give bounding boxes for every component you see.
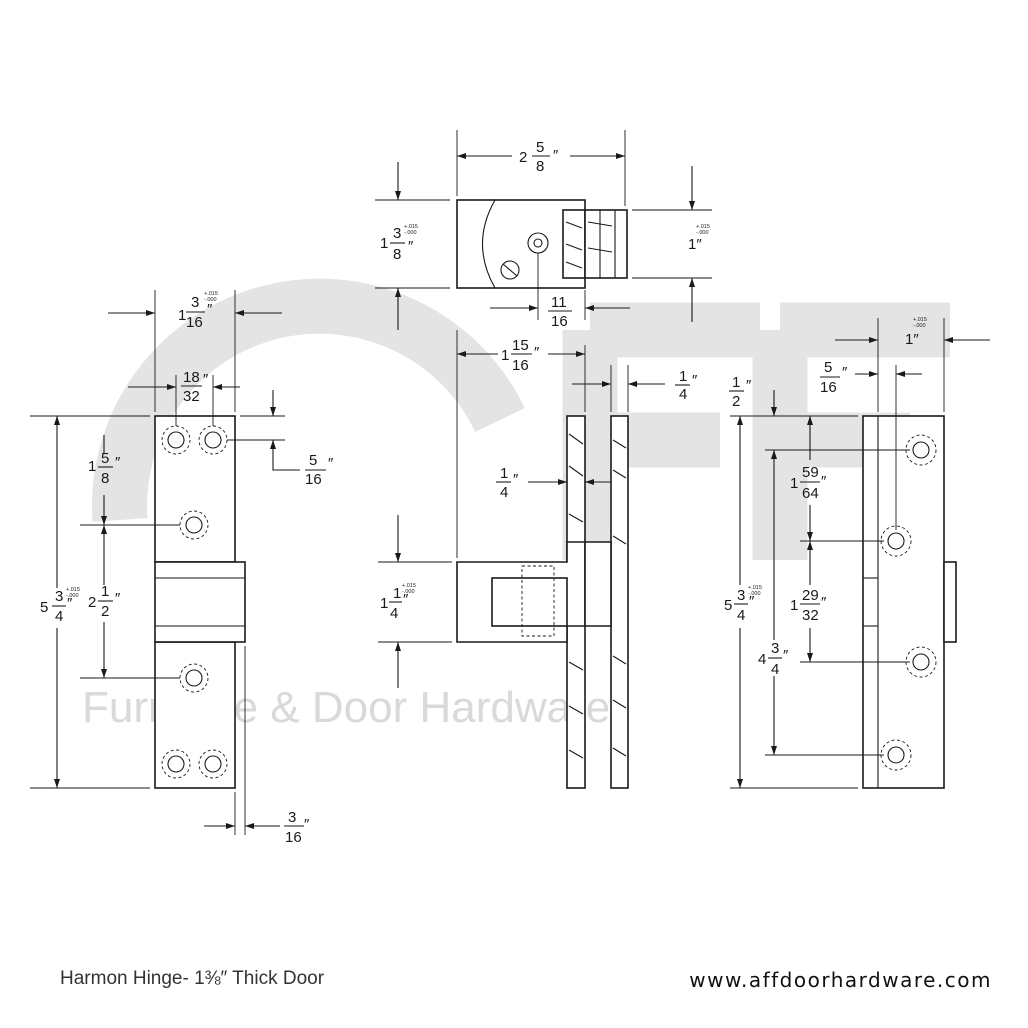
tol-minus-3: -.000 (204, 297, 217, 303)
dim-front-height-den: 4 (55, 608, 63, 625)
dim-upper-gap-den: 8 (101, 470, 109, 487)
svg-text:″: ″ (553, 147, 559, 164)
dim-hole-inset-num: 5 (824, 359, 832, 376)
dim-top-hole-den: 16 (305, 471, 322, 488)
tol-plus-3: +.015 (204, 291, 218, 297)
back-view (730, 318, 990, 789)
dim-side-gap-den: 4 (500, 484, 508, 501)
svg-text:″: ″ (408, 238, 414, 255)
dim-back-height-whole: 5 (724, 597, 732, 614)
dim-hole-spacing-num: 18 (183, 369, 200, 386)
svg-text:″: ″ (821, 473, 827, 490)
dim-back-upper-whole: 1 (790, 475, 798, 492)
dim-back-span-den: 4 (771, 661, 779, 678)
dim-offset-den: 16 (285, 829, 302, 846)
dim-front-height-num: 3 (55, 588, 63, 605)
svg-text:″: ″ (749, 593, 755, 610)
dim-back-upper-num: 59 (802, 464, 819, 481)
svg-text:″: ″ (692, 372, 698, 389)
dim-side-depth-num: 15 (512, 337, 529, 354)
tol-minus-6: -.000 (913, 323, 926, 329)
tol-minus-5: -.000 (402, 589, 415, 595)
dim-back-height-num: 3 (737, 587, 745, 604)
svg-text:″: ″ (534, 344, 540, 361)
dim-front-height-whole: 5 (40, 599, 48, 616)
dim-knuckle-den: 4 (390, 605, 398, 622)
dim-screw-offset-num: 11 (551, 294, 567, 311)
dim-back-lower-den: 32 (802, 607, 819, 624)
dim-front-width-num: 3 (191, 294, 199, 311)
dim-top-hole-num: 5 (309, 452, 317, 469)
dim-front-width-den: 16 (186, 314, 203, 331)
dim-knuckle-whole: 1 (380, 595, 388, 612)
tol-plus-6: +.015 (913, 317, 927, 323)
dim-top-width-whole: 2 (519, 149, 527, 166)
dim-mid-num: 1 (101, 583, 109, 600)
dim-hole-spacing-den: 32 (183, 388, 200, 405)
svg-text:″: ″ (783, 647, 789, 664)
tol-minus-2: -.000 (696, 230, 709, 236)
dim-top-height-num: 3 (393, 225, 401, 242)
dim-back-lower-num: 29 (802, 587, 819, 604)
dim-back-lower-whole: 1 (790, 597, 798, 614)
top-view (375, 130, 712, 330)
dim-mid-whole: 2 (88, 594, 96, 611)
dim-side-depth-whole: 1 (501, 347, 509, 364)
svg-text:″: ″ (207, 301, 213, 318)
dim-back-upper-den: 64 (802, 485, 819, 502)
dim-back-depth: 1″ (905, 331, 919, 348)
dim-screw-offset-den: 16 (551, 313, 568, 330)
tol-plus-2: +.015 (696, 224, 710, 230)
side-view (378, 330, 665, 789)
dim-offset-num: 3 (288, 809, 296, 826)
tol-plus-1: +.015 (404, 224, 418, 230)
front-view (30, 290, 300, 835)
dim-back-top-num: 1 (732, 374, 740, 391)
dim-side-gap-num: 1 (500, 465, 508, 482)
dim-back-span-whole: 4 (758, 651, 766, 668)
svg-text:″: ″ (746, 377, 752, 394)
website-url: www.affdoorhardware.com (689, 968, 992, 992)
svg-text:″: ″ (842, 364, 848, 381)
dim-mid-den: 2 (101, 603, 109, 620)
svg-text:″: ″ (115, 454, 121, 471)
svg-text:″: ″ (328, 455, 334, 472)
dim-top-depth: 1″ (688, 236, 702, 253)
dim-side-leaf-den: 4 (679, 386, 687, 403)
svg-text:″: ″ (115, 590, 121, 607)
svg-text:″: ″ (403, 591, 409, 608)
dim-top-height-whole: 1 (380, 235, 388, 252)
svg-text:″: ″ (821, 594, 827, 611)
dim-side-depth-den: 16 (512, 357, 529, 374)
drawing-caption: Harmon Hinge- 1⅜″ Thick Door (60, 968, 325, 989)
svg-text:″: ″ (304, 816, 310, 833)
dim-side-leaf-num: 1 (679, 368, 687, 385)
svg-text:″: ″ (203, 371, 209, 388)
tol-plus-7: +.015 (748, 585, 762, 591)
tol-minus-4: -.000 (66, 593, 79, 599)
svg-text:″: ″ (67, 595, 73, 612)
dim-front-width-whole: 1 (178, 307, 186, 324)
dim-back-span-num: 3 (771, 640, 779, 657)
tol-minus-1: -.000 (404, 230, 417, 236)
svg-text:″: ″ (513, 471, 519, 488)
dim-knuckle-num: 1 (393, 585, 401, 602)
dim-top-width-den: 8 (536, 158, 544, 175)
tol-plus-5: +.015 (402, 583, 416, 589)
tol-minus-7: -.000 (748, 591, 761, 597)
dim-top-height-den: 8 (393, 246, 401, 263)
dim-top-width-num: 5 (536, 139, 544, 156)
dim-back-top-den: 2 (732, 393, 740, 410)
tol-plus-4: +.015 (66, 587, 80, 593)
dim-back-height-den: 4 (737, 607, 745, 624)
dim-hole-inset-den: 16 (820, 379, 837, 396)
dim-upper-gap-num: 5 (101, 450, 109, 467)
dim-upper-gap-whole: 1 (88, 458, 96, 475)
